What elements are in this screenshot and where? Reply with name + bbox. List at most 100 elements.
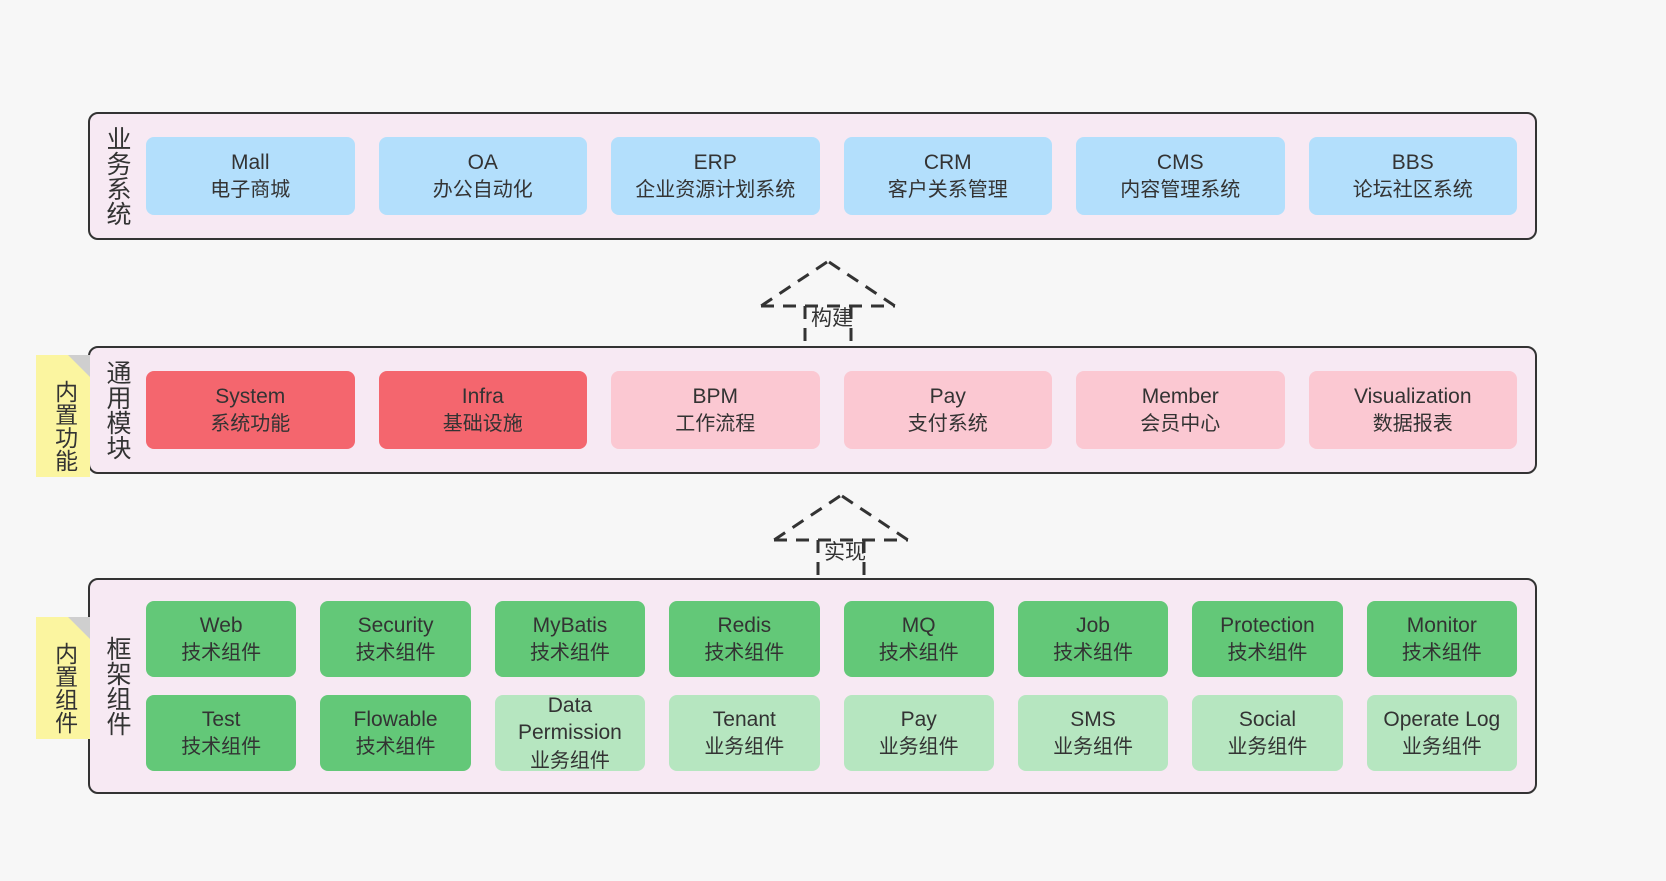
note-label: 内置组件	[50, 642, 77, 734]
generalization-arrow-icon	[773, 494, 909, 584]
connector-implement: 实现	[770, 492, 920, 584]
card-system[interactable]: System 系统功能	[146, 371, 355, 449]
card-title-cn: 技术组件	[704, 640, 785, 665]
layer-title-business-system: 业务系统	[103, 126, 132, 226]
card-title-en: CMS	[1156, 150, 1204, 174]
card-title-cn: 业务组件	[878, 734, 959, 759]
card-title-en: Data Permission	[518, 694, 622, 744]
card-title-en: Visualization	[1353, 384, 1472, 408]
card-title-en: CRM	[923, 150, 972, 174]
card-title-en: Protection	[1220, 613, 1315, 637]
card-protection[interactable]: Protection 技术组件	[1192, 601, 1343, 677]
card-row-tech-components: Web 技术组件 Security 技术组件 MyBatis 技术组件 Redi…	[146, 601, 1517, 677]
card-title-cn: 业务组件	[1053, 734, 1134, 759]
card-title-en: SMS	[1070, 707, 1116, 731]
card-title-cn: 支付系统	[907, 411, 988, 436]
card-pay-component[interactable]: Pay 业务组件	[843, 695, 994, 771]
card-title-cn: 业务组件	[529, 747, 610, 772]
card-title-en: System	[215, 384, 286, 408]
card-erp[interactable]: ERP 企业资源计划系统	[611, 137, 820, 215]
card-title-cn: 技术组件	[181, 640, 262, 665]
card-title-en: BBS	[1391, 150, 1434, 174]
card-title-cn: 会员中心	[1140, 411, 1221, 436]
card-title-en: Job	[1076, 613, 1110, 637]
card-title-cn: 工作流程	[675, 411, 756, 436]
card-title-cn: 论坛社区系统	[1352, 177, 1473, 202]
card-title-cn: 技术组件	[1053, 640, 1134, 665]
layer-common-module: 通用模块 System 系统功能 Infra 基础设施 BPM 工作流程 Pay…	[88, 346, 1537, 474]
connector-build: 构建	[757, 258, 907, 350]
card-data-permission[interactable]: Data Permission 业务组件	[494, 694, 646, 772]
card-title-en: Pay	[900, 707, 937, 731]
card-title-cn: 技术组件	[181, 734, 262, 759]
card-mq[interactable]: MQ 技术组件	[843, 601, 994, 677]
card-bpm[interactable]: BPM 工作流程	[611, 371, 820, 449]
card-title-cn: 业务组件	[1227, 734, 1308, 759]
card-title-en: Test	[201, 707, 241, 731]
card-flowable[interactable]: Flowable 技术组件	[320, 695, 471, 771]
note-fold-corner-icon	[68, 355, 90, 377]
card-title-en: Tenant	[712, 707, 776, 731]
layer-framework-component: 框架组件 Web 技术组件 Security 技术组件 MyBatis 技术组件…	[88, 578, 1537, 794]
card-tenant[interactable]: Tenant 业务组件	[669, 695, 820, 771]
card-title-cn: 内容管理系统	[1120, 177, 1241, 202]
card-title-en: MyBatis	[532, 613, 608, 637]
layer-body-common-module: System 系统功能 Infra 基础设施 BPM 工作流程 Pay 支付系统…	[144, 348, 1535, 472]
card-mybatis[interactable]: MyBatis 技术组件	[494, 601, 646, 677]
card-title-cn: 电子商城	[210, 177, 291, 202]
card-title-cn: 企业资源计划系统	[635, 177, 796, 202]
card-operate-log[interactable]: Operate Log 业务组件	[1366, 695, 1517, 771]
layer-title-common-module: 通用模块	[103, 360, 132, 460]
connector-label-implement: 实现	[824, 540, 866, 564]
card-infra[interactable]: Infra 基础设施	[378, 371, 587, 449]
card-title-en: Redis	[717, 613, 772, 637]
layer-title-framework-component: 框架组件	[103, 636, 132, 736]
card-title-cn: 客户关系管理	[887, 177, 1008, 202]
card-cms[interactable]: CMS 内容管理系统	[1076, 137, 1285, 215]
card-title-cn: 数据报表	[1372, 411, 1453, 436]
card-title-cn: 技术组件	[355, 734, 436, 759]
card-title-cn: 技术组件	[529, 640, 610, 665]
layer-body-business-system: Mall 电子商城 OA 办公自动化 ERP 企业资源计划系统 CRM 客户关系…	[144, 114, 1535, 238]
card-row-business-components: Test 技术组件 Flowable 技术组件 Data Permission …	[146, 694, 1517, 772]
card-web[interactable]: Web 技术组件	[146, 601, 297, 677]
card-row-common: System 系统功能 Infra 基础设施 BPM 工作流程 Pay 支付系统…	[146, 371, 1517, 449]
note-builtin-function: 内置功能	[36, 355, 90, 477]
card-test[interactable]: Test 技术组件	[146, 695, 297, 771]
card-title-cn: 技术组件	[1401, 640, 1482, 665]
card-pay-module[interactable]: Pay 支付系统	[843, 371, 1052, 449]
card-bbs[interactable]: BBS 论坛社区系统	[1308, 137, 1517, 215]
card-title-en: Security	[357, 613, 434, 637]
card-title-en: ERP	[693, 150, 737, 174]
card-sms[interactable]: SMS 业务组件	[1017, 695, 1169, 771]
card-redis[interactable]: Redis 技术组件	[669, 601, 820, 677]
card-title-en: BPM	[692, 384, 738, 408]
card-title-en: Member	[1141, 384, 1219, 408]
card-title-cn: 业务组件	[704, 734, 785, 759]
card-title-en: Pay	[929, 384, 966, 408]
card-title-en: Web	[199, 613, 243, 637]
card-security[interactable]: Security 技术组件	[320, 601, 471, 677]
layer-body-framework-component: Web 技术组件 Security 技术组件 MyBatis 技术组件 Redi…	[144, 580, 1535, 792]
card-crm[interactable]: CRM 客户关系管理	[843, 137, 1052, 215]
card-social[interactable]: Social 业务组件	[1192, 695, 1343, 771]
card-title-en: OA	[467, 150, 498, 174]
card-title-cn: 基础设施	[442, 411, 523, 436]
card-monitor[interactable]: Monitor 技术组件	[1366, 601, 1517, 677]
card-row-business: Mall 电子商城 OA 办公自动化 ERP 企业资源计划系统 CRM 客户关系…	[146, 137, 1517, 215]
card-visualization[interactable]: Visualization 数据报表	[1308, 371, 1517, 449]
card-title-cn: 技术组件	[355, 640, 436, 665]
card-title-cn: 技术组件	[1227, 640, 1308, 665]
card-oa[interactable]: OA 办公自动化	[378, 137, 587, 215]
card-job[interactable]: Job 技术组件	[1017, 601, 1169, 677]
card-title-cn: 技术组件	[878, 640, 959, 665]
card-title-cn: 业务组件	[1401, 734, 1482, 759]
card-title-cn: 办公自动化	[432, 177, 533, 202]
card-title-en: MQ	[901, 613, 936, 637]
card-mall[interactable]: Mall 电子商城	[146, 137, 355, 215]
note-fold-corner-icon	[68, 617, 90, 639]
card-member[interactable]: Member 会员中心	[1076, 371, 1285, 449]
note-label: 内置功能	[50, 380, 77, 472]
card-title-en: Mall	[230, 150, 270, 174]
